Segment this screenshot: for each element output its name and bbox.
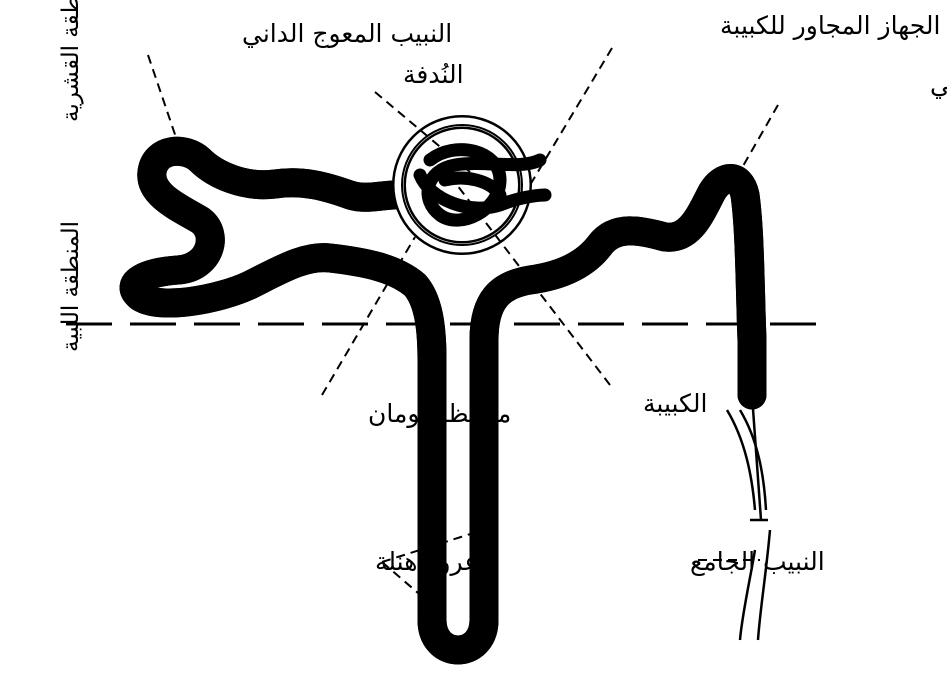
- collecting-duct: [725, 394, 772, 641]
- nephron-tubule: [134, 151, 767, 650]
- leader-afferent: [374, 91, 471, 173]
- label-medulla-zone: المنطقة اللبية: [58, 221, 84, 352]
- leader-juxtaglomerular: [529, 47, 613, 186]
- label-collecting-duct: النبيب الجامع: [690, 547, 825, 577]
- label-cortex-zone: المنطقة القشرية: [58, 0, 84, 122]
- glomerulus-coil-icon: [413, 143, 552, 227]
- label-juxtaglomerular: الجهاز المجاور للكبيبة: [720, 11, 940, 41]
- leader-henle-a: [381, 529, 484, 563]
- label-afferent-arteriole: النُدفة: [403, 60, 464, 89]
- label-glomerulus: الكبيبة: [643, 389, 707, 418]
- leader-henle-b: [381, 561, 433, 606]
- label-bowman-capsule: محفظة بومان: [368, 399, 511, 428]
- leader-glomerulus: [456, 184, 611, 386]
- label-proximal-tubule: النبيب المعوج الداني: [242, 19, 452, 49]
- leader-lines: [147, 47, 779, 606]
- leader-bowman: [321, 236, 416, 396]
- label-loop-of-henle: عروة هنلة: [375, 547, 479, 577]
- leader-proximal: [147, 54, 184, 159]
- label-distal-tubule: النبيب المعوج القاصي: [930, 70, 947, 100]
